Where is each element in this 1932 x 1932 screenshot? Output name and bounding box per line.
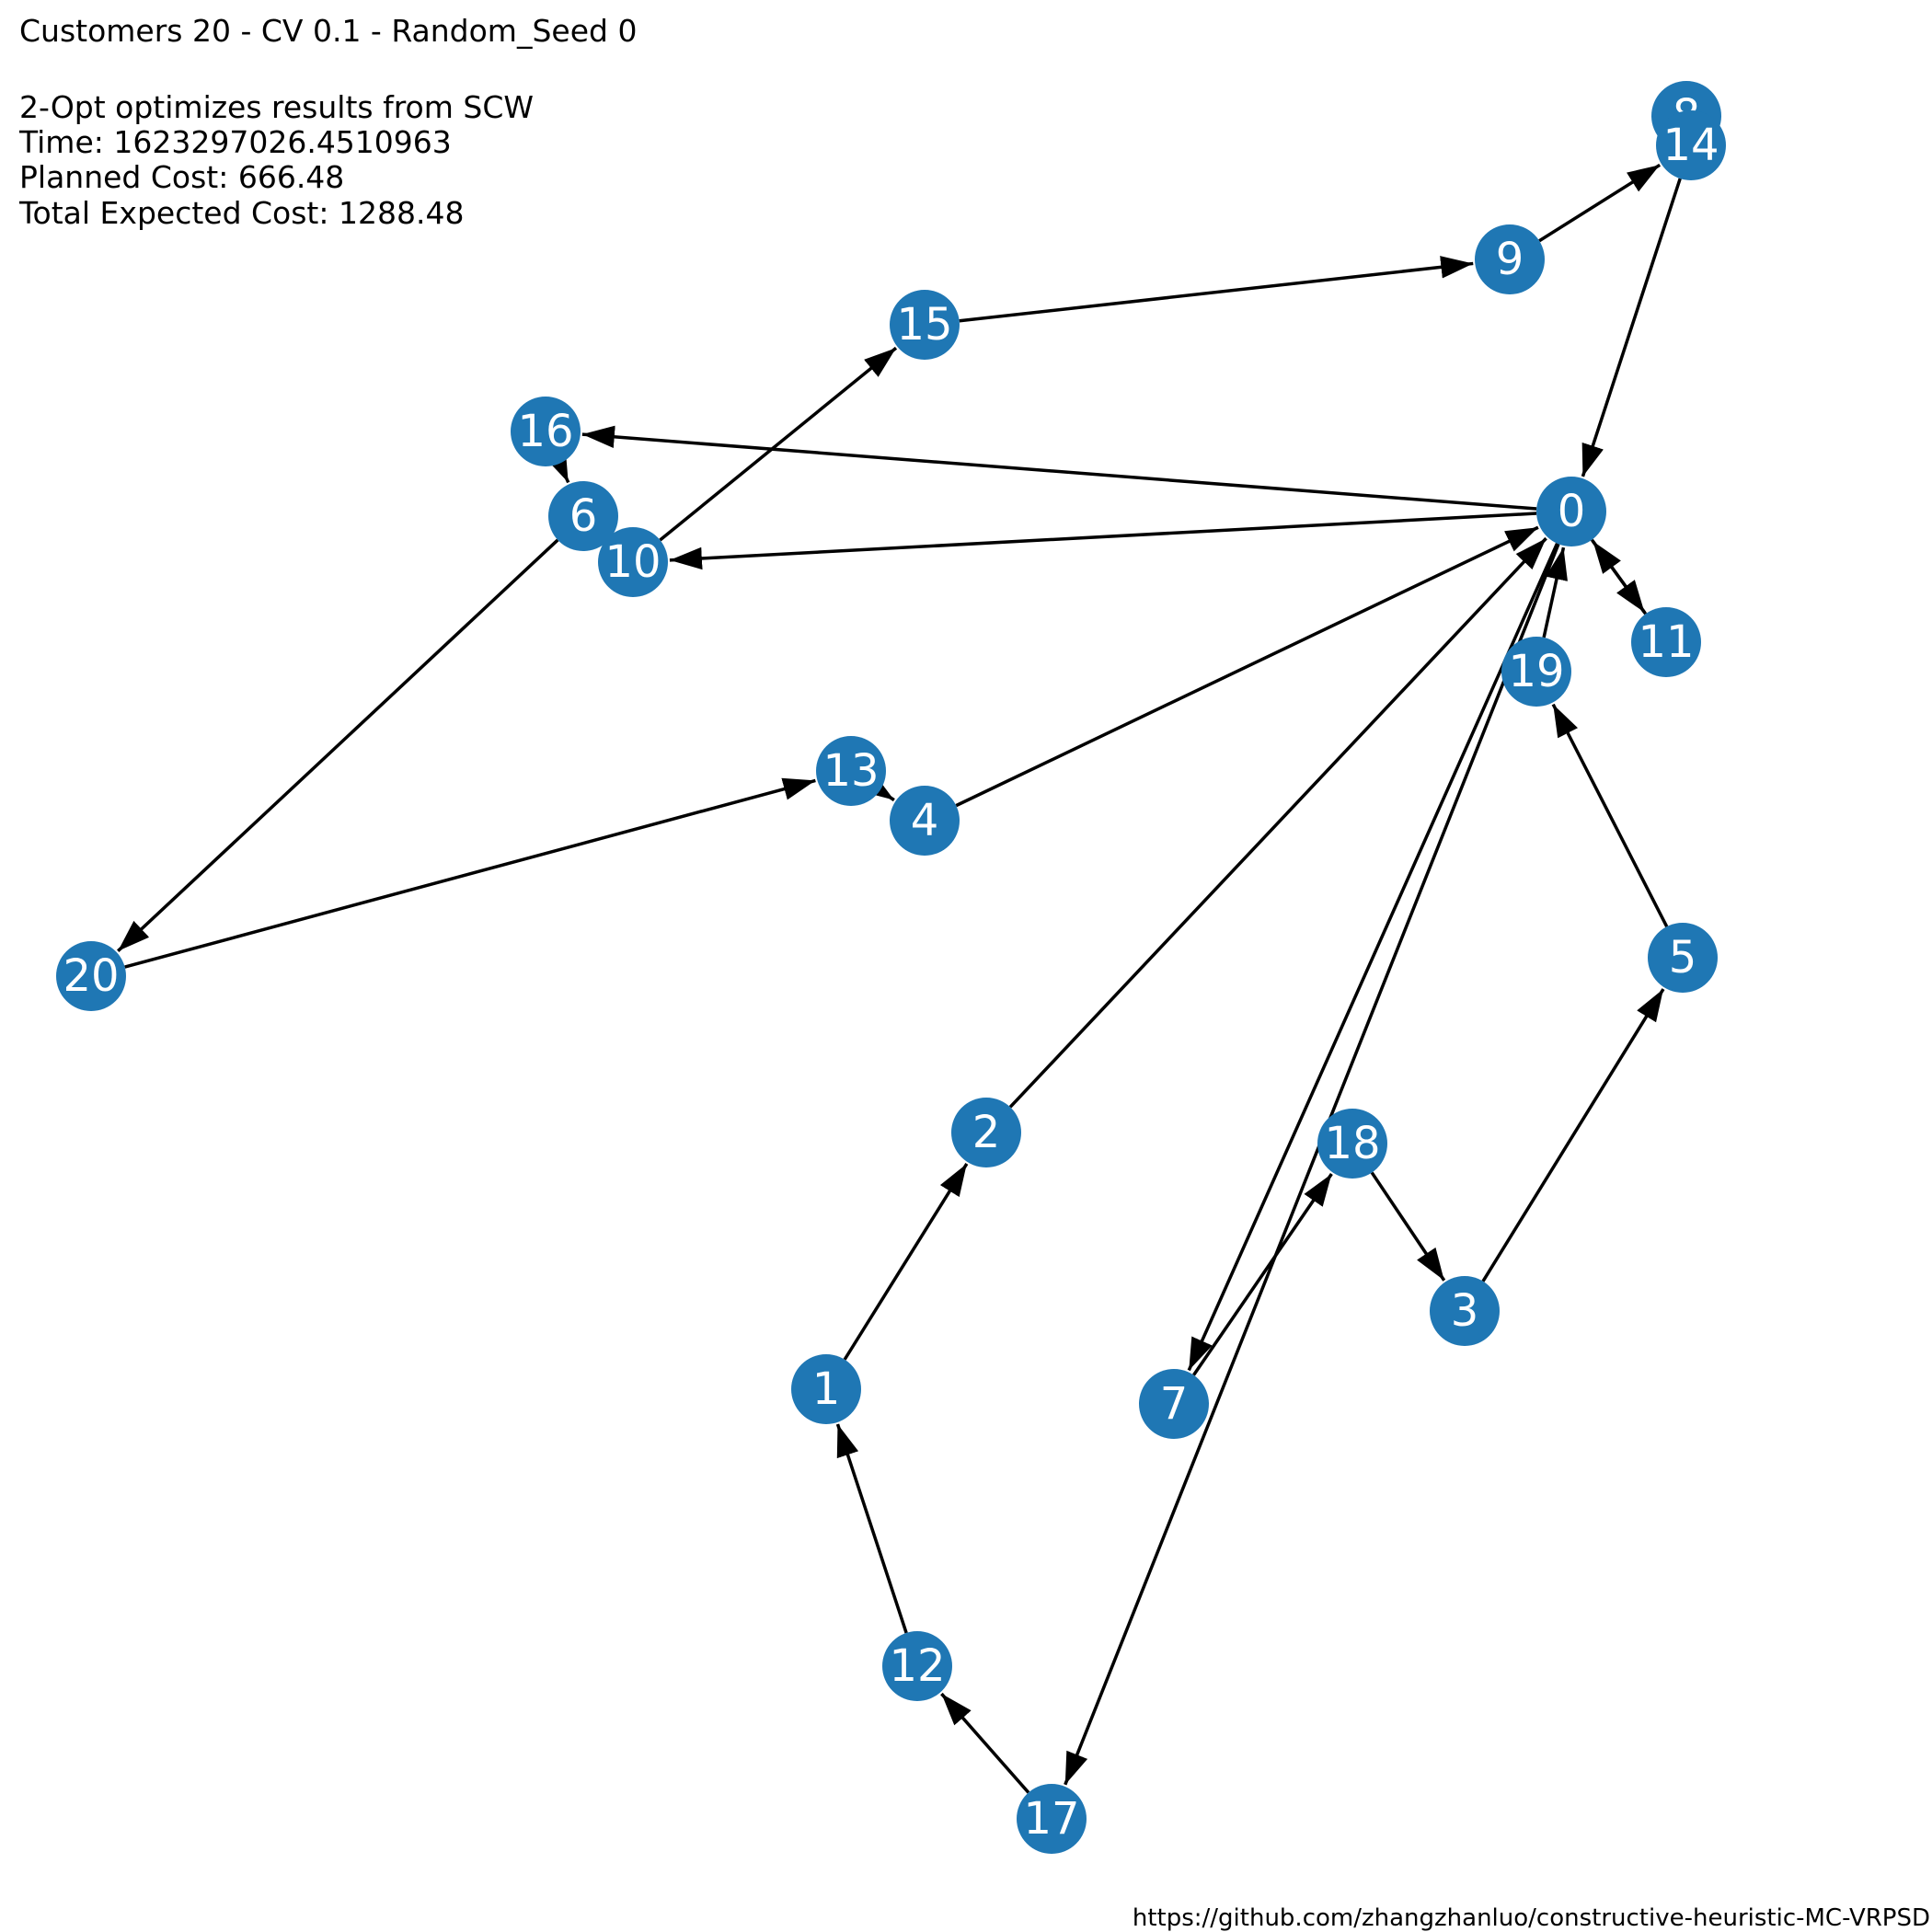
node-6: 6 — [548, 481, 618, 551]
node-label-6: 6 — [569, 490, 598, 542]
node-circle-1 — [791, 1354, 861, 1424]
node-19: 19 — [1501, 637, 1571, 707]
edge-7-to-18 — [1192, 1173, 1333, 1376]
node-label-3: 3 — [1451, 1285, 1479, 1337]
node-label-15: 15 — [896, 299, 952, 351]
node-label-11: 11 — [1638, 616, 1694, 668]
node-label-12: 12 — [889, 1640, 945, 1692]
node-circle-9 — [1475, 224, 1545, 294]
edge-0-to-7 — [1187, 543, 1559, 1372]
node-10: 10 — [598, 527, 668, 597]
edge-6-to-20 — [117, 538, 559, 952]
node-circle-2 — [951, 1098, 1021, 1167]
expected-cost-line: Total Expected Cost: 1288.48 — [19, 195, 465, 231]
node-circle-18 — [1317, 1109, 1387, 1179]
node-13: 13 — [816, 736, 886, 806]
node-circle-13 — [816, 736, 886, 806]
edge-14-to-0 — [1581, 178, 1682, 477]
node-label-2: 2 — [972, 1107, 1001, 1158]
edge-10-to-15 — [659, 346, 898, 542]
node-14: 14 — [1656, 110, 1726, 180]
time-line: Time: 1623297026.4510963 — [19, 124, 452, 160]
node-20: 20 — [56, 941, 126, 1011]
node-0: 0 — [1536, 477, 1606, 546]
node-label-16: 16 — [517, 406, 573, 457]
node-label-7: 7 — [1160, 1378, 1189, 1430]
node-circle-15 — [890, 290, 960, 360]
node-18: 18 — [1317, 1109, 1387, 1179]
node-5: 5 — [1648, 923, 1718, 993]
node-circle-0 — [1536, 477, 1606, 546]
node-circle-5 — [1648, 923, 1718, 993]
node-2: 2 — [951, 1098, 1021, 1167]
edge-16-to-6 — [545, 448, 570, 484]
figure-title: Customers 20 - CV 0.1 - Random_Seed 0 — [19, 13, 638, 49]
node-circle-20 — [56, 941, 126, 1011]
node-1: 1 — [791, 1354, 861, 1424]
node-circle-14 — [1656, 110, 1726, 180]
node-label-13: 13 — [822, 745, 879, 797]
node-circle-16 — [511, 397, 581, 466]
edge-layer — [117, 163, 1682, 1794]
node-12: 12 — [882, 1631, 952, 1701]
node-label-4: 4 — [911, 795, 939, 846]
edge-13-to-4 — [860, 772, 895, 802]
node-7: 7 — [1139, 1369, 1209, 1439]
node-circle-11 — [1631, 607, 1701, 677]
node-9: 9 — [1475, 224, 1545, 294]
edge-9-to-14 — [1538, 163, 1662, 243]
edge-17-to-12 — [940, 1692, 1030, 1794]
edge-0-to-10 — [669, 512, 1537, 570]
edge-0-to-17 — [1064, 543, 1560, 1786]
node-label-14: 14 — [1662, 120, 1719, 171]
edge-4-to-0 — [955, 525, 1539, 808]
edge-0-to-16 — [581, 425, 1537, 511]
edge-11-to-0 — [1592, 540, 1648, 615]
node-layer: 01234567891011121314151617181920 — [56, 81, 1726, 1854]
method-line: 2-Opt optimizes results from SCW — [19, 89, 534, 125]
node-label-0: 0 — [1558, 486, 1586, 537]
node-17: 17 — [1017, 1784, 1087, 1854]
node-label-5: 5 — [1669, 932, 1697, 983]
node-label-20: 20 — [63, 950, 119, 1002]
edge-18-to-3 — [1370, 1171, 1446, 1282]
node-circle-3 — [1430, 1276, 1500, 1346]
edge-12-to-1 — [835, 1423, 908, 1634]
node-circle-19 — [1501, 637, 1571, 707]
source-url[interactable]: https://github.com/zhangzhanluo/construc… — [1132, 1904, 1930, 1932]
node-label-19: 19 — [1508, 646, 1564, 697]
edge-15-to-9 — [959, 256, 1474, 323]
node-circle-12 — [882, 1631, 952, 1701]
edge-5-to-19 — [1551, 703, 1669, 927]
node-label-10: 10 — [604, 536, 661, 588]
node-4: 4 — [890, 786, 960, 856]
node-11: 11 — [1631, 607, 1701, 677]
planned-cost-line: Planned Cost: 666.48 — [19, 159, 345, 195]
edge-2-to-0 — [1008, 536, 1547, 1109]
node-circle-6 — [548, 481, 618, 551]
edge-3-to-5 — [1481, 988, 1665, 1282]
node-circle-17 — [1017, 1784, 1087, 1854]
node-circle-10 — [598, 527, 668, 597]
edge-19-to-0 — [1542, 546, 1568, 638]
node-label-1: 1 — [812, 1363, 841, 1415]
edge-1-to-2 — [843, 1163, 969, 1361]
node-label-18: 18 — [1324, 1118, 1380, 1169]
node-16: 16 — [511, 397, 581, 466]
node-label-17: 17 — [1023, 1793, 1079, 1845]
edge-20-to-13 — [124, 777, 816, 969]
node-15: 15 — [890, 290, 960, 360]
node-3: 3 — [1430, 1276, 1500, 1346]
node-label-9: 9 — [1496, 234, 1524, 285]
node-circle-7 — [1139, 1369, 1209, 1439]
node-circle-4 — [890, 786, 960, 856]
